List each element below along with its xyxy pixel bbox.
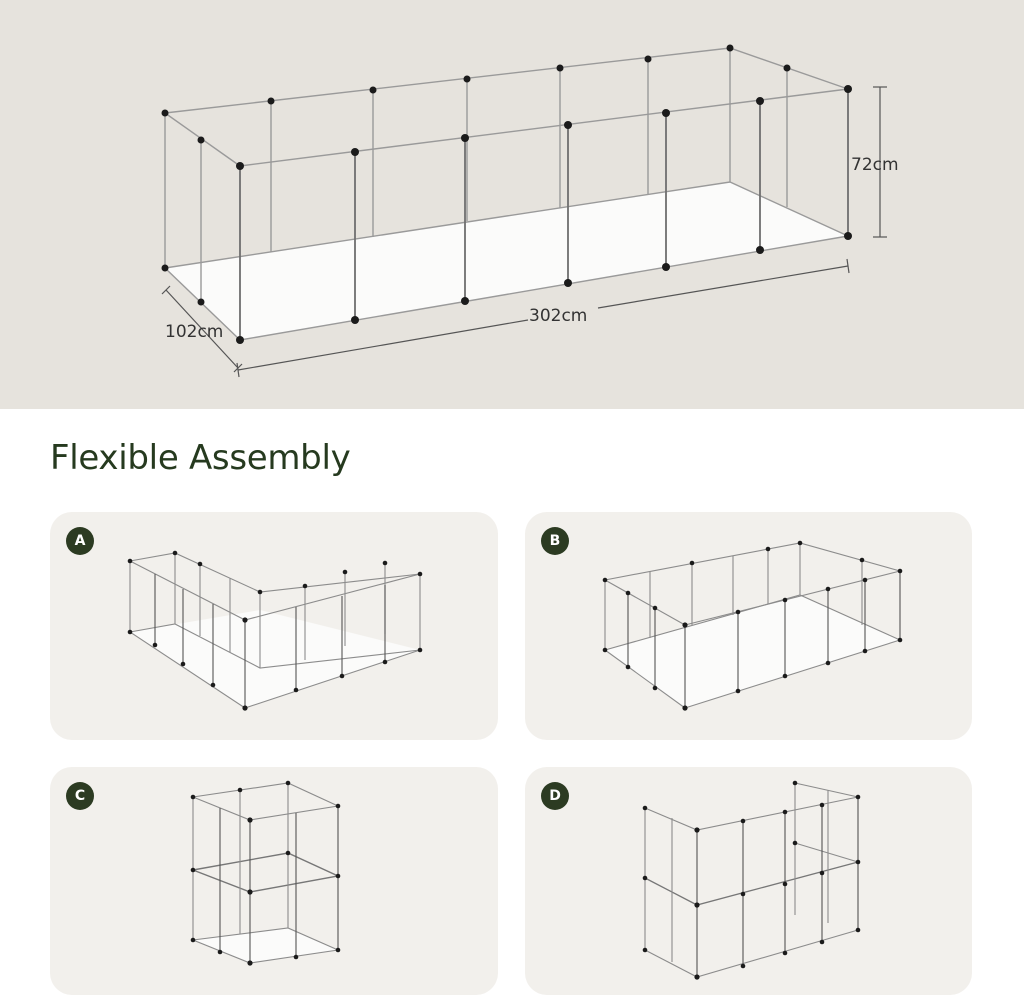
option-badge-b: B (541, 527, 569, 555)
rectangle-enclosure-illustration (602, 540, 903, 711)
assembly-option-a: A (50, 512, 498, 740)
enclosure-illustration (161, 44, 887, 378)
assembly-option-c: C (50, 767, 498, 995)
corner-partition-illustration (642, 780, 861, 980)
depth-dimension-label: 102cm (165, 322, 224, 342)
option-badge-a: A (66, 527, 94, 555)
assembly-option-b: B (525, 512, 972, 740)
l-shape-illustration (127, 550, 423, 711)
length-dimension-label: 302cm (529, 306, 588, 326)
assembly-option-d: D (525, 767, 972, 995)
option-badge-d: D (541, 782, 569, 810)
height-dimension-label: 72cm (851, 155, 899, 175)
tower-enclosure-illustration (190, 780, 341, 966)
option-badge-c: C (66, 782, 94, 810)
section-title: Flexible Assembly (50, 438, 351, 478)
product-hero: 72cm 102cm 302cm (0, 0, 1024, 409)
